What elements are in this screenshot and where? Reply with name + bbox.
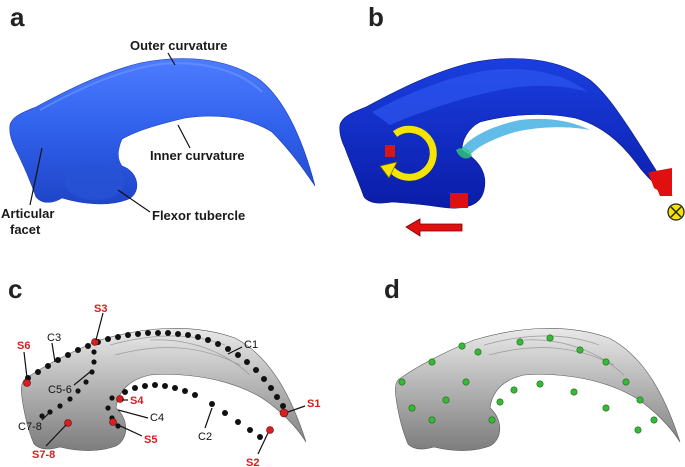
rotation-arrowhead-icon bbox=[379, 161, 398, 179]
fea-articular-red bbox=[385, 145, 395, 157]
leader-c5-6 bbox=[73, 371, 91, 386]
panel-b: b bbox=[339, 2, 685, 237]
label-c7-8: C7-8 bbox=[18, 421, 42, 433]
claw-ridge-a bbox=[39, 62, 263, 111]
label-s2: S2 bbox=[246, 457, 259, 467]
label-s1: S1 bbox=[307, 398, 320, 410]
fixed-point-icon bbox=[667, 203, 685, 221]
label-outer-curvature: Outer curvature bbox=[130, 38, 228, 53]
label-c3: C3 bbox=[47, 332, 61, 344]
label-s5: S5 bbox=[144, 434, 157, 446]
leader-inner bbox=[177, 124, 191, 149]
label-c5-6: C5-6 bbox=[48, 384, 72, 396]
label-s3: S3 bbox=[94, 303, 107, 315]
inner-dots-c bbox=[122, 382, 263, 440]
leader-s3 bbox=[95, 312, 104, 341]
panel-d: d bbox=[384, 274, 681, 451]
leader-articular bbox=[29, 147, 43, 206]
fea-green-patch bbox=[456, 148, 472, 159]
red-section-markers-c bbox=[23, 338, 289, 434]
flexor-tubercle-shape-a bbox=[65, 164, 125, 200]
landmark-dots-d bbox=[398, 334, 658, 434]
rotation-arrow-icon bbox=[389, 125, 437, 181]
leader-flexor bbox=[117, 189, 151, 213]
leader-c2 bbox=[204, 407, 213, 429]
leader-s1 bbox=[287, 405, 306, 413]
label-s6: S6 bbox=[17, 340, 30, 352]
leader-c1 bbox=[227, 346, 243, 355]
left-arrow-icon bbox=[405, 218, 463, 237]
leader-s5 bbox=[115, 423, 143, 437]
panel-letter-c: c bbox=[8, 274, 22, 304]
label-facet: facet bbox=[10, 222, 41, 237]
fea-tip-load bbox=[650, 168, 672, 196]
fea-band-upper bbox=[372, 68, 588, 125]
claw-blue bbox=[9, 58, 316, 205]
panel-letter-a: a bbox=[10, 2, 25, 32]
claw-ridges-c bbox=[109, 335, 251, 376]
label-c4: C4 bbox=[150, 412, 164, 424]
label-inner-curvature: Inner curvature bbox=[150, 148, 245, 163]
label-articular: Articular bbox=[1, 206, 54, 221]
leader-c3 bbox=[51, 342, 56, 363]
label-s7-8: S7-8 bbox=[32, 449, 55, 461]
section-dots-c bbox=[39, 349, 121, 429]
leader-c7-8 bbox=[41, 411, 51, 421]
leader-c4 bbox=[117, 409, 149, 419]
label-s4: S4 bbox=[130, 395, 144, 407]
claw-gray-c bbox=[21, 328, 307, 451]
claw-gray-d bbox=[395, 328, 681, 451]
panel-letter-b: b bbox=[368, 2, 384, 32]
panel-a: a Outer curvature Inner curvature Articu… bbox=[1, 2, 316, 237]
label-c2: C2 bbox=[198, 431, 212, 443]
fea-flexor-red bbox=[450, 193, 468, 208]
panel-letter-d: d bbox=[384, 274, 400, 304]
leader-s6 bbox=[23, 351, 28, 379]
leader-s2 bbox=[257, 432, 269, 455]
label-c1: C1 bbox=[244, 339, 258, 351]
label-flexor-tubercle: Flexor tubercle bbox=[152, 208, 245, 223]
leader-outer bbox=[167, 52, 176, 66]
panel-c: c bbox=[8, 274, 320, 467]
leader-s7-8 bbox=[45, 424, 67, 447]
fea-band-inner bbox=[462, 118, 590, 155]
